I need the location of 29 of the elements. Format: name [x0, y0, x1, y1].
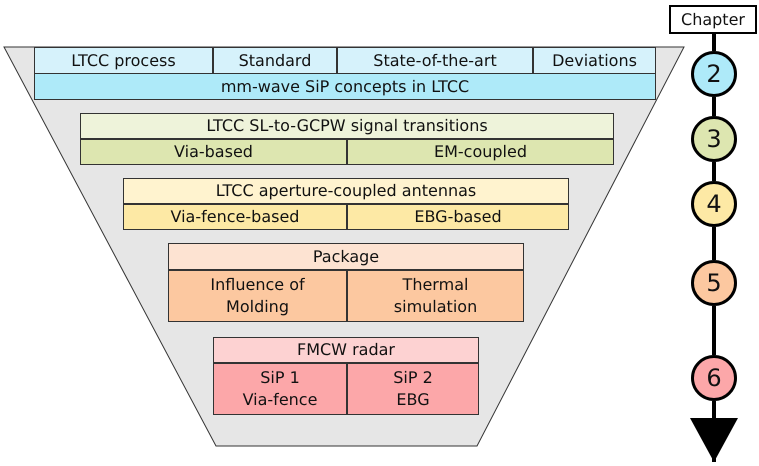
chapter-circle: 2 [691, 51, 737, 97]
table-cell: State-of-the-art [337, 47, 533, 74]
table-cell: LTCC process [34, 47, 213, 74]
table-cell: Influence of Molding [168, 270, 347, 322]
table-cell: EM-coupled [347, 139, 614, 165]
connector-line [712, 34, 716, 51]
table-cell: EBG-based [347, 204, 569, 230]
arrow [690, 401, 738, 462]
chapter-circle: 6 [691, 355, 737, 401]
table-cell: Standard [213, 47, 337, 74]
chapter-circle: 3 [691, 116, 737, 162]
connector-line [712, 162, 716, 181]
table-cell: LTCC SL-to-GCPW signal transitions [80, 113, 614, 139]
table-cell: Package [168, 243, 524, 270]
table-cell: FMCW radar [213, 337, 479, 363]
table-cell: Thermal simulation [347, 270, 524, 322]
table-cell: SiP 2 EBG [347, 363, 479, 415]
table-cell: mm-wave SiP concepts in LTCC [34, 73, 656, 100]
table-cell: LTCC aperture-coupled antennas [123, 178, 569, 204]
table-cell: SiP 1 Via-fence [213, 363, 347, 415]
connector-line [712, 97, 716, 116]
connector-line [712, 227, 716, 260]
connector-line [712, 306, 716, 355]
table-cell: Via-fence-based [123, 204, 347, 230]
table-cell: Deviations [533, 47, 656, 74]
chapter-circle: 4 [691, 181, 737, 227]
table-cell: Via-based [80, 139, 347, 165]
chapter-circle: 5 [691, 260, 737, 306]
chapter-label: Chapter [669, 5, 757, 34]
